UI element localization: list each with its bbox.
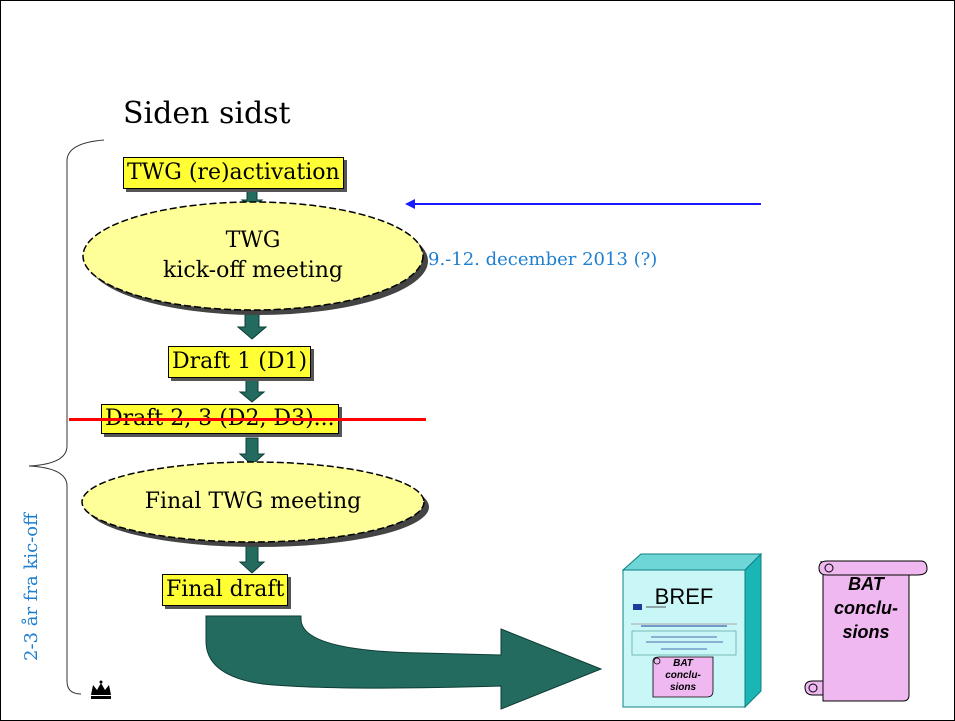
bref-scroll-line2: conclu- bbox=[665, 670, 701, 681]
bat-scroll bbox=[804, 560, 928, 702]
bref-book bbox=[621, 552, 763, 709]
bat-scroll-line2: conclu- bbox=[833, 598, 898, 618]
crown-icon bbox=[91, 680, 111, 699]
kickoff-label: TWG kick-off meeting bbox=[83, 226, 423, 286]
duration-label: 2-3 år fra kic-off bbox=[21, 513, 42, 661]
down-arrow-4 bbox=[238, 437, 266, 466]
down-arrow-5 bbox=[238, 545, 266, 574]
bref-title: BREF bbox=[654, 584, 714, 609]
kickoff-ellipse bbox=[82, 201, 428, 315]
brace-lower bbox=[66, 486, 82, 695]
down-arrow-2 bbox=[236, 312, 268, 340]
kickoff-label-line1: TWG bbox=[225, 228, 281, 253]
bref-scroll-line3: sions bbox=[669, 682, 697, 693]
step-final-draft: Final draft bbox=[162, 574, 289, 606]
curved-arrow bbox=[205, 615, 603, 710]
bat-scroll-line1: BAT bbox=[848, 574, 884, 594]
slide-title: Siden sidst bbox=[123, 96, 291, 131]
final-meeting-label: Final TWG meeting bbox=[144, 489, 362, 514]
kickoff-label-line2: kick-off meeting bbox=[163, 258, 343, 283]
step-twg-reactivation: TWG (re)activation bbox=[123, 157, 344, 189]
down-arrow-3 bbox=[238, 378, 266, 403]
final-meeting-ellipse bbox=[81, 461, 429, 547]
date-note: 9.-12. december 2013 (?) bbox=[428, 249, 658, 270]
pointer-arrowhead bbox=[405, 199, 415, 209]
step-draft1: Draft 1 (D1) bbox=[168, 346, 312, 378]
bat-scroll-text: BAT conclu- sions bbox=[823, 572, 909, 644]
bref-scroll-line1: BAT bbox=[673, 658, 693, 669]
brace-upper bbox=[28, 139, 105, 487]
bref-scroll-text: BAT conclu- sions bbox=[653, 658, 713, 694]
strike-line bbox=[69, 418, 426, 421]
bat-scroll-line3: sions bbox=[842, 622, 890, 642]
